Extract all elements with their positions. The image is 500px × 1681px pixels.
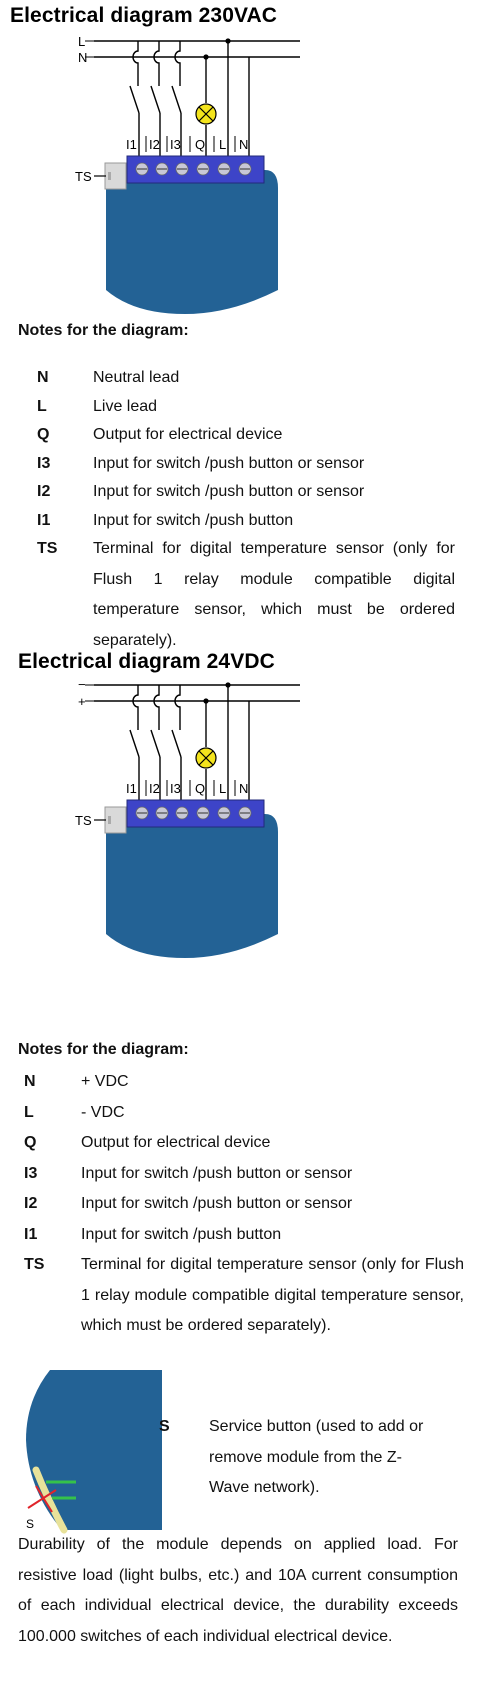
section2-notes-title: Notes for the diagram: bbox=[18, 1041, 189, 1058]
note-code: S bbox=[159, 1418, 170, 1435]
note-desc: Input for switch /push button or sensor bbox=[81, 1165, 353, 1182]
terminal-label-q: Q bbox=[195, 137, 205, 152]
terminal-label-n: N bbox=[239, 137, 248, 152]
line-label-l: L bbox=[78, 34, 85, 49]
service-button-image-label: S bbox=[26, 1517, 34, 1531]
note-desc: - VDC bbox=[81, 1104, 125, 1121]
terminal-label-n: N bbox=[239, 781, 248, 796]
terminal-label-l: L bbox=[219, 137, 226, 152]
service-button-stripe bbox=[32, 1466, 68, 1534]
line-label-n: N bbox=[78, 50, 87, 65]
lamp-icon bbox=[195, 747, 217, 769]
note-desc: Input for switch /push button bbox=[93, 512, 294, 529]
line-label-plus: + bbox=[78, 694, 86, 709]
note-desc: Input for switch /push button or sensor bbox=[93, 483, 365, 500]
note-desc: Input for switch /push button or sensor bbox=[93, 455, 365, 472]
note-code: Q bbox=[24, 1134, 37, 1151]
note-code: L bbox=[24, 1104, 34, 1121]
durability-paragraph: Durability of the module depends on appl… bbox=[18, 1536, 458, 1645]
note-code: N bbox=[37, 369, 49, 386]
module-corner bbox=[26, 1370, 162, 1530]
terminal-label-i2: I2 bbox=[149, 781, 160, 796]
lamp-icon bbox=[195, 103, 217, 125]
note-desc: Terminal for digital temperature sensor … bbox=[81, 1256, 464, 1334]
note-code: I2 bbox=[37, 483, 51, 500]
note-code: TS bbox=[24, 1256, 45, 1273]
note-code: I2 bbox=[24, 1195, 38, 1212]
note-code: I1 bbox=[37, 512, 51, 529]
ts-label: TS bbox=[75, 813, 92, 828]
terminal-label-q: Q bbox=[195, 781, 205, 796]
note-desc: Output for electrical device bbox=[93, 426, 283, 443]
section1-notes-title: Notes for the diagram: bbox=[18, 322, 189, 339]
module-body bbox=[106, 814, 278, 958]
note-code: Q bbox=[37, 426, 50, 443]
ts-label: TS bbox=[75, 169, 92, 184]
terminal-label-i1: I1 bbox=[126, 137, 137, 152]
module-body bbox=[106, 170, 278, 314]
terminal-label-l: L bbox=[219, 781, 226, 796]
note-desc: Output for electrical device bbox=[81, 1134, 271, 1151]
note-code: N bbox=[24, 1073, 36, 1090]
note-desc: Live lead bbox=[93, 398, 158, 415]
note-code: I3 bbox=[24, 1165, 38, 1182]
terminal-label-i2: I2 bbox=[149, 137, 160, 152]
wiring-diagram-24vdc: − + I1 I2 I3 Q L N bbox=[75, 677, 300, 958]
section2-title: Electrical diagram 24VDC bbox=[18, 650, 275, 673]
note-desc: + VDC bbox=[81, 1073, 129, 1090]
terminal-label-i3: I3 bbox=[170, 137, 181, 152]
service-button-illustration: S bbox=[26, 1370, 162, 1534]
note-code: I3 bbox=[37, 455, 51, 472]
wiring-diagram-230vac: L N I1 I2 I3 Q L N bbox=[75, 34, 300, 314]
note-desc: Neutral lead bbox=[93, 369, 180, 386]
note-desc: Service button (used to add or remove mo… bbox=[209, 1418, 424, 1496]
note-code: TS bbox=[37, 540, 58, 557]
terminal-label-i1: I1 bbox=[126, 781, 137, 796]
note-desc: Input for switch /push button or sensor bbox=[81, 1195, 353, 1212]
section1-title: Electrical diagram 230VAC bbox=[10, 4, 278, 27]
terminal-label-i3: I3 bbox=[170, 781, 181, 796]
line-label-minus: − bbox=[78, 677, 86, 692]
note-code: L bbox=[37, 398, 47, 415]
note-desc: Input for switch /push button bbox=[81, 1226, 282, 1243]
note-code: I1 bbox=[24, 1226, 38, 1243]
note-desc: Terminal for digital temperature sensor … bbox=[93, 540, 455, 649]
service-button-marker-icon bbox=[27, 1485, 57, 1513]
